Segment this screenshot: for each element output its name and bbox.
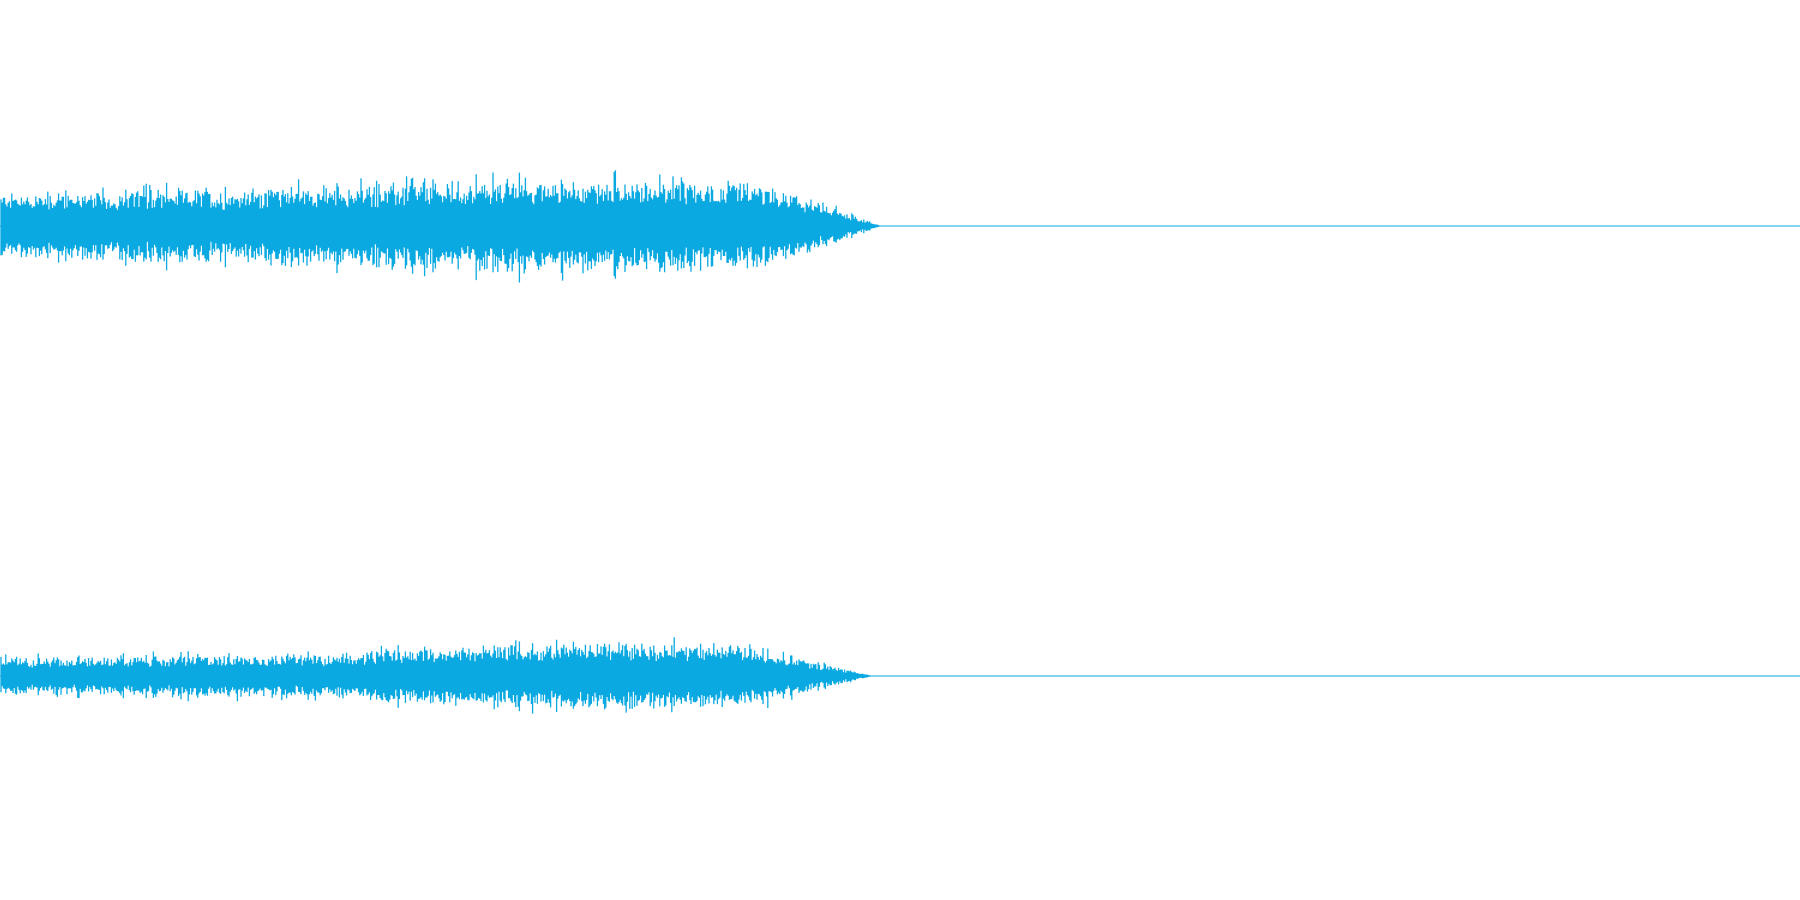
channel-left-waveform[interactable] (0, 170, 1800, 283)
channel-right-waveform[interactable] (0, 637, 1800, 714)
